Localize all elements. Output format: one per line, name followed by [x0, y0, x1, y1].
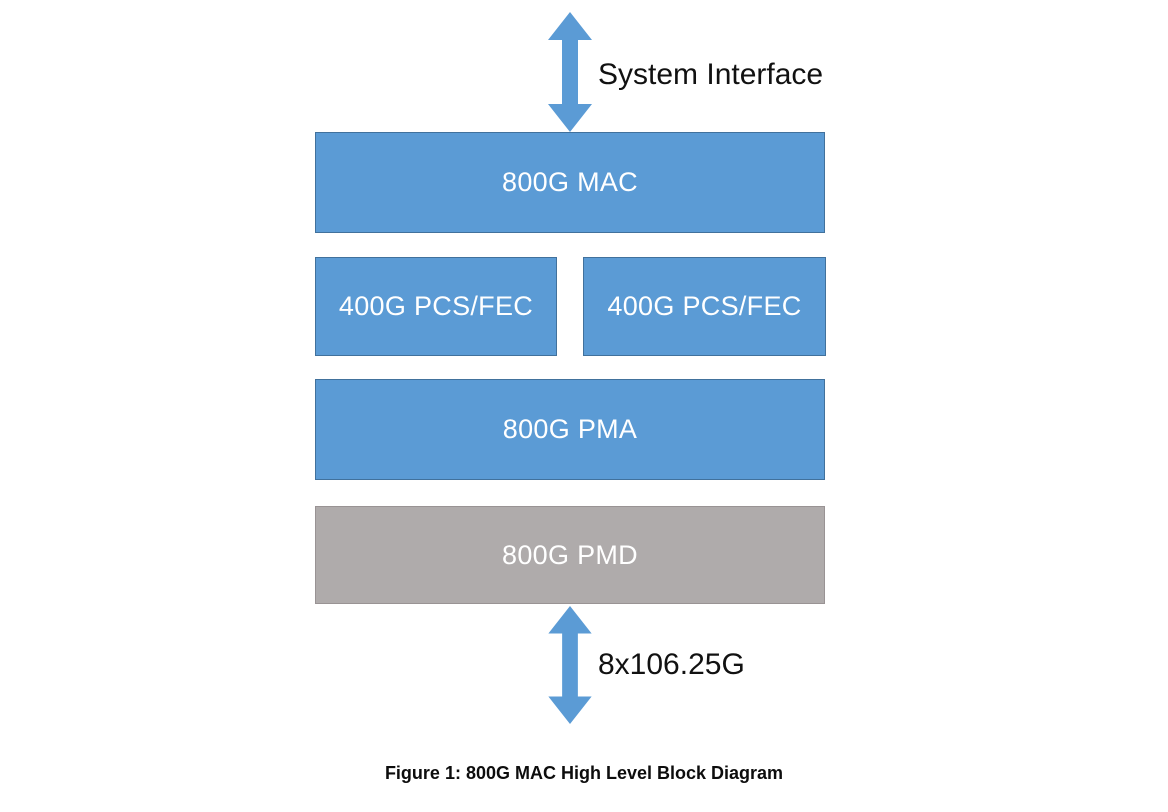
block-800g-mac-label: 800G MAC — [502, 167, 638, 197]
block-400g-pcs-fec-left-label: 400G PCS/FEC — [338, 291, 534, 321]
block-800g-pma-label: 800G PMA — [502, 414, 638, 444]
block-400g-pcs-fec-left: 400G PCS/FEC — [315, 257, 557, 356]
bidirectional-arrow-icon-top — [546, 12, 594, 132]
figure-caption: Figure 1: 800G MAC High Level Block Diag… — [384, 763, 784, 783]
block-800g-pmd-label: 800G PMD — [502, 539, 638, 570]
block-800g-pmd: 800G PMD — [315, 506, 825, 604]
lane-rate-label: 8x106.25G — [598, 648, 745, 681]
block-800g-pma: 800G PMA — [315, 379, 825, 480]
block-400g-pcs-fec-right: 400G PCS/FEC — [583, 257, 826, 356]
block-400g-pcs-fec-right-label: 400G PCS/FEC — [607, 291, 802, 321]
block-800g-mac: 800G MAC — [315, 132, 825, 233]
bidirectional-arrow-icon-bottom — [546, 606, 594, 724]
system-interface-label: System Interface — [598, 58, 824, 91]
